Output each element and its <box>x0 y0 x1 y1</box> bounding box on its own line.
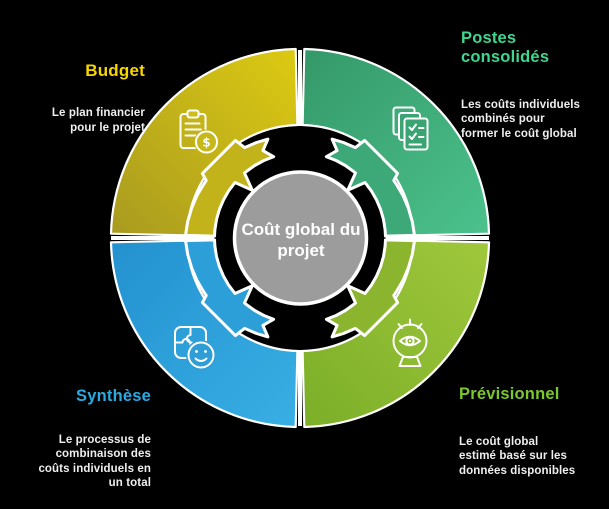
section-postes-description: Les coûts individuels combinés pour form… <box>461 98 581 140</box>
ring-quadrant-synthese <box>109 239 299 429</box>
ring-quadrant-postes <box>301 47 491 237</box>
arrow-synthese <box>184 238 276 339</box>
section-postes-consolides: Postes consolidés Les coûts individuels … <box>461 11 606 159</box>
puzzle-smiley-icon <box>174 326 216 370</box>
svg-text:$: $ <box>202 136 210 150</box>
arrow-previsionnel <box>324 238 416 339</box>
section-budget: Budget Le plan financier pour le projet <box>0 43 145 153</box>
section-budget-description: Le plan financier pour le projet <box>51 107 145 134</box>
arrow-budget <box>184 137 276 238</box>
documents-checklist-icon <box>392 106 429 151</box>
clipboard-dollar-icon: $ <box>179 109 219 155</box>
quadrant-separators <box>111 50 489 426</box>
arrow-postes <box>324 137 416 238</box>
section-synthese-description: Le processus de combinaison des coûts in… <box>38 433 151 490</box>
section-previsionnel-description: Le coût global estimé basé sur les donné… <box>459 435 576 477</box>
section-postes-title: Postes consolidés <box>461 29 550 66</box>
center-circle <box>232 170 369 306</box>
section-previsionnel: Prévisionnel Le coût global estimé basé … <box>459 367 607 496</box>
section-synthese-title: Synthèse <box>76 387 151 405</box>
diagram-canvas: $ <box>109 47 491 429</box>
section-previsionnel-title: Prévisionnel <box>459 385 560 403</box>
center-circle-label: Coût global du projet <box>241 220 361 261</box>
section-synthese: Synthèse Le processus de combinaison des… <box>0 369 151 509</box>
crystal-ball-eye-icon <box>392 318 428 367</box>
section-budget-title: Budget <box>85 61 145 80</box>
